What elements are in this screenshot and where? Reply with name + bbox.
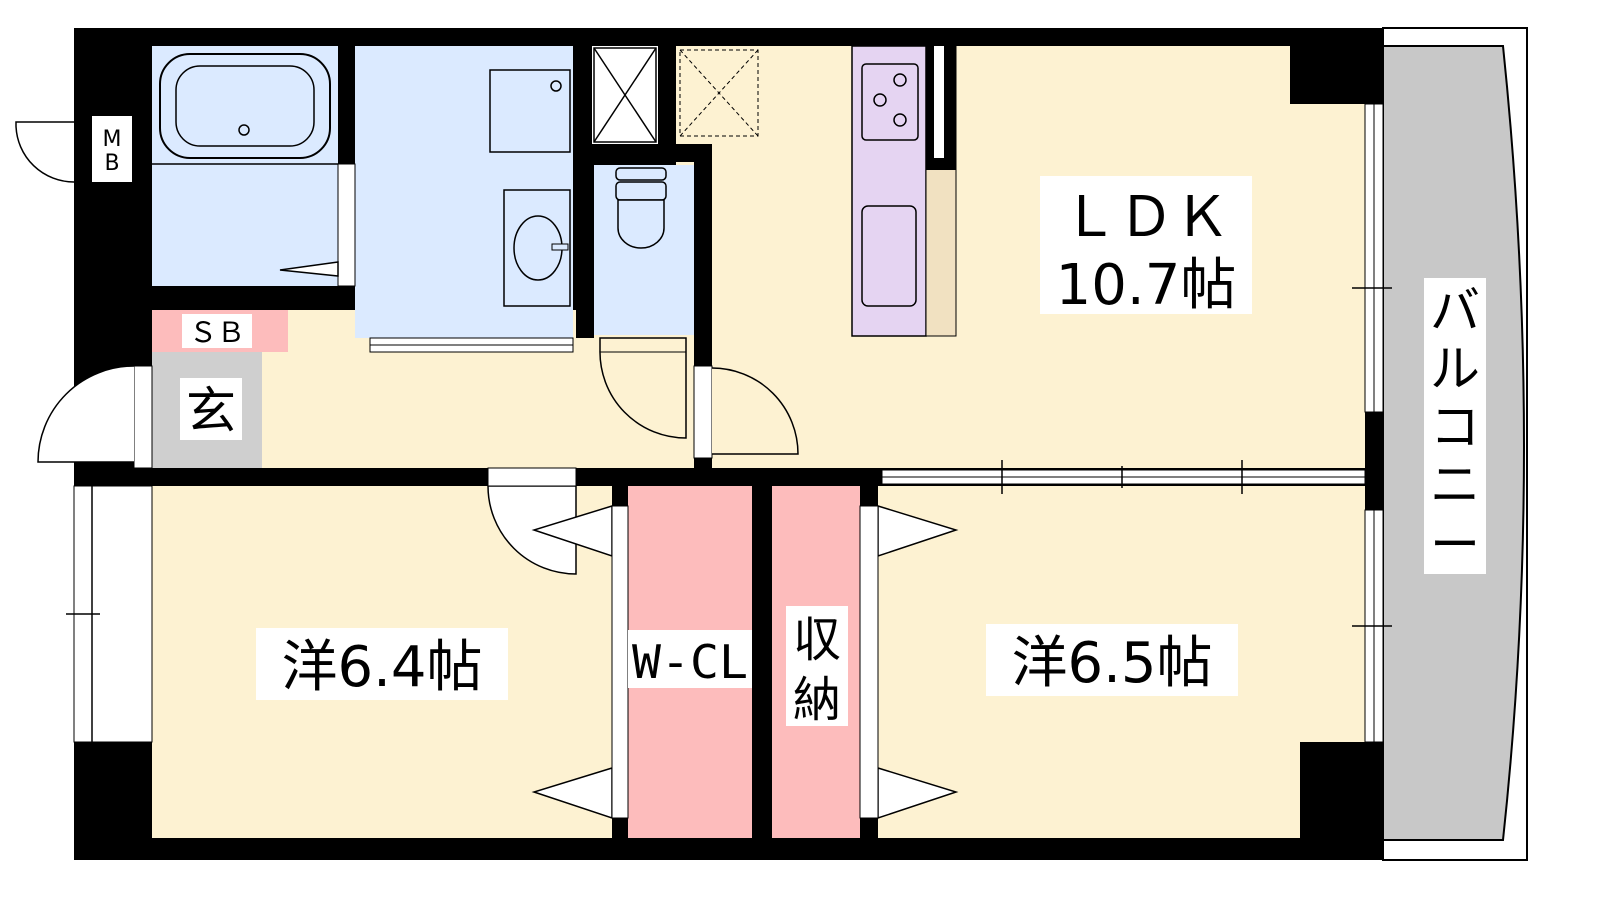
ldk-size: 10.7帖 xyxy=(1056,253,1237,318)
washing-machine xyxy=(489,69,571,153)
wall-bottom-left xyxy=(74,742,152,860)
meterbox-label-2: B xyxy=(104,151,119,176)
cooktop xyxy=(861,63,919,141)
ldk-door xyxy=(693,365,799,459)
storage-label-2: 納 xyxy=(793,672,841,728)
balcony-char-5: ー xyxy=(1430,516,1480,574)
washroom xyxy=(369,69,574,353)
kitchen xyxy=(851,45,957,337)
balcony-char-3: コ xyxy=(1430,398,1480,456)
wcl-label: W-CL xyxy=(632,635,748,689)
western2-label: 洋6.5帖 xyxy=(1011,631,1212,696)
wall-bottom-right xyxy=(1300,742,1383,860)
balcony-char-1: バ xyxy=(1430,282,1480,340)
meterbox-label-1: M xyxy=(103,127,122,152)
bathroom xyxy=(152,53,356,287)
bathtub xyxy=(159,53,331,159)
wall-wcl-right xyxy=(752,486,772,838)
meterbox-floor xyxy=(92,116,132,182)
wcl-folding-doors xyxy=(531,504,629,820)
wall-mid xyxy=(74,468,882,486)
shoebox-label: ＳＢ xyxy=(189,316,245,349)
storage-units xyxy=(593,47,759,143)
entrance-label: 玄 xyxy=(186,382,236,440)
western1-label: 洋6.4帖 xyxy=(281,635,482,700)
sink xyxy=(861,205,917,307)
wall-ldk-corner xyxy=(1290,28,1383,104)
balcony-char-4: ニ xyxy=(1430,456,1480,514)
wall-ldk-window-post xyxy=(1365,412,1383,510)
storage-folding-doors xyxy=(859,504,959,820)
meter-box-door xyxy=(15,121,75,183)
ldk-name: ＬＤＫ xyxy=(1062,185,1230,250)
balcony-char-2: ル xyxy=(1430,340,1480,398)
entrance-door xyxy=(37,365,153,469)
storage-label-1: 収 xyxy=(793,612,841,668)
labels: ＬＤＫ 10.7帖 洋6.4帖 洋6.5帖 W-CL 収 納 玄 ＳＢ M B … xyxy=(103,127,1486,728)
